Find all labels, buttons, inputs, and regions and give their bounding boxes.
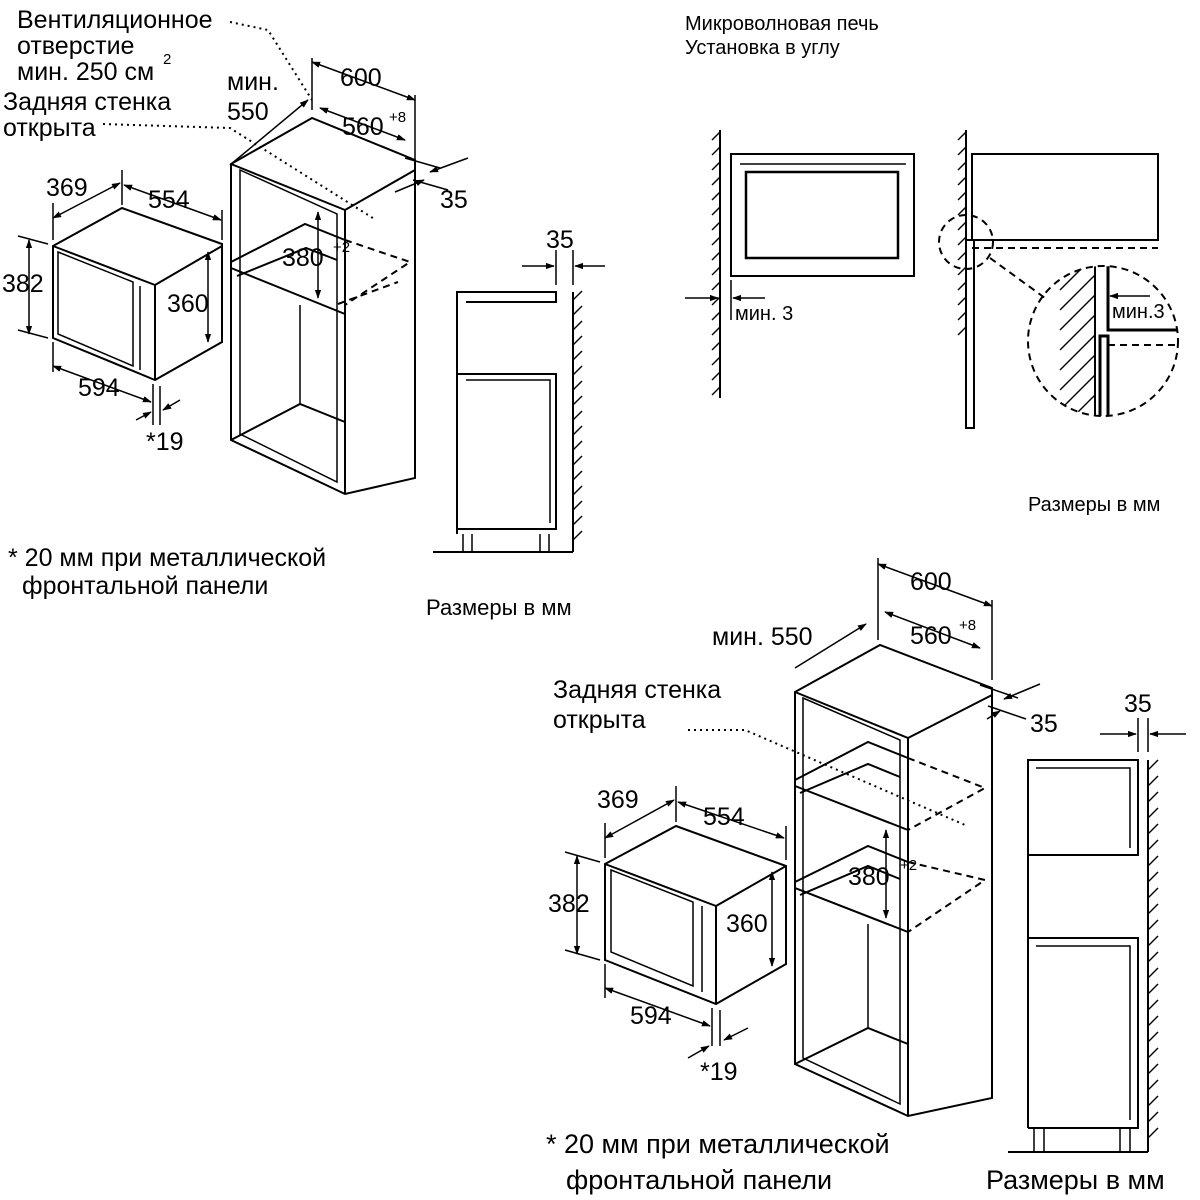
lr-dim-594-line bbox=[604, 987, 711, 1027]
dim-382-text: 382 bbox=[2, 270, 44, 298]
lr-dim-35-top-text: 35 bbox=[1124, 690, 1152, 718]
lr-dim-369-text: 369 bbox=[597, 786, 639, 814]
lr-rear-wall-leader bbox=[688, 729, 966, 826]
dim-554-text: 554 bbox=[148, 186, 190, 214]
lr-dim-554-text: 554 bbox=[703, 803, 745, 831]
vent-label-sup: 2 bbox=[163, 51, 171, 68]
lr-footnote-line1: * 20 мм при металлической bbox=[546, 1129, 890, 1159]
dim-35-side-text: 35 bbox=[440, 186, 468, 214]
dim-560-line bbox=[319, 107, 406, 141]
vent-label-line2: отверстие bbox=[17, 32, 134, 60]
lr-rear-wall-line1: Задняя стенка bbox=[553, 676, 721, 704]
dim-560-sup: +8 bbox=[389, 109, 406, 126]
vent-label-line1: Вентиляционное bbox=[17, 6, 213, 34]
lr-units-label: Размеры в мм bbox=[986, 1165, 1165, 1195]
lr-dim-19-arrow-a bbox=[687, 1045, 710, 1059]
vent-label-line3: мин. 250 см bbox=[17, 58, 154, 86]
upper-left-installation-group: Вентиляционное отверстие мин. 250 см 2 З… bbox=[2, 6, 605, 620]
corner-min3-left-text: мин. 3 bbox=[735, 303, 793, 325]
vent-leader bbox=[229, 21, 313, 101]
footnote-line2: фронтальной панели bbox=[22, 572, 268, 600]
lr-dim-554-line bbox=[677, 801, 785, 839]
dim-380-text: 380 bbox=[282, 244, 324, 272]
dim-594-line bbox=[52, 365, 152, 403]
dim-369-text: 369 bbox=[46, 174, 88, 202]
lr-dim-360-text: 360 bbox=[726, 910, 768, 938]
dim-382-ext-bottom bbox=[17, 329, 49, 339]
lr-dim-550-line bbox=[794, 623, 867, 669]
lr-dim-35-ext2 bbox=[987, 705, 1027, 720]
lr-dim-600-text: 600 bbox=[910, 568, 952, 596]
dim-35-arrow-b bbox=[394, 179, 425, 193]
lr-footnote-line2: фронтальной панели bbox=[566, 1165, 832, 1195]
lr-dim-560-line bbox=[884, 611, 981, 649]
footnote-line1: * 20 мм при металлической bbox=[8, 544, 326, 572]
lr-tall-cabinet bbox=[794, 643, 993, 1118]
corner-units-label: Размеры в мм bbox=[1028, 494, 1160, 516]
dim-600-line bbox=[311, 61, 416, 101]
lr-dim-19-text: *19 bbox=[700, 1058, 738, 1086]
min-550-value: 550 bbox=[227, 98, 269, 126]
lr-microwave-box bbox=[604, 824, 787, 1006]
lr-dim-35-arrow-b bbox=[986, 710, 1001, 720]
lr-dim-369-line bbox=[604, 799, 675, 839]
dim-380-sup: +2 bbox=[333, 239, 350, 256]
lr-rear-wall-line2: открыта bbox=[553, 706, 646, 734]
lr-min-550-text: мин. 550 bbox=[712, 623, 813, 651]
upper-right-corner-installation-group: Микроволновая печь Установка в углу bbox=[685, 13, 1179, 516]
dim-19-arrow-a bbox=[135, 411, 152, 421]
dim-554-line bbox=[123, 184, 222, 221]
min-label: мин. bbox=[227, 68, 279, 96]
rear-wall-label-line2: открыта bbox=[3, 114, 96, 142]
rear-wall-label-line1: Задняя стенка bbox=[3, 88, 171, 116]
dim-550-line bbox=[229, 99, 309, 166]
lr-dim-600-line bbox=[877, 563, 993, 607]
detail-min3-text: мин.3 bbox=[1112, 301, 1165, 323]
lower-right-installation-group: 600 мин. 550 560 +8 35 Задняя стенка отк… bbox=[546, 558, 1186, 1195]
dim-382-ext-top bbox=[17, 235, 49, 245]
lr-side-elevation-cabinet bbox=[1008, 759, 1159, 1153]
corner-side-view bbox=[938, 130, 1159, 429]
dim-560-text: 560 bbox=[342, 113, 384, 141]
corner-front-view bbox=[711, 130, 915, 398]
lr-dim-382-text: 382 bbox=[548, 890, 590, 918]
lr-dim-35-arrow-a bbox=[1003, 683, 1041, 700]
units-label: Размеры в мм bbox=[426, 595, 572, 620]
dim-35-top-text: 35 bbox=[546, 226, 574, 254]
lr-dim-594-text: 594 bbox=[630, 1002, 672, 1030]
dim-19-arrow-b bbox=[162, 399, 181, 411]
lr-dim-380-text: 380 bbox=[848, 863, 890, 891]
microwave-box bbox=[52, 206, 223, 382]
corner-detail-magnifier bbox=[1027, 265, 1179, 417]
dim-600-text: 600 bbox=[340, 64, 382, 92]
dim-360-text: 360 bbox=[167, 290, 209, 318]
lr-dim-560-sup: +8 bbox=[959, 617, 976, 634]
corner-title-line2: Установка в углу bbox=[685, 37, 840, 59]
dim-35-arrow-a bbox=[429, 157, 469, 173]
lr-dim-19-arrow-b bbox=[723, 1027, 749, 1041]
dim-35-ext1 bbox=[404, 157, 441, 169]
tall-cabinet bbox=[230, 116, 416, 496]
lr-dim-382-ext-bottom bbox=[564, 949, 601, 961]
dim-594-text: 594 bbox=[78, 374, 120, 402]
side-elevation-cabinet bbox=[433, 290, 583, 553]
dim-369-line bbox=[52, 182, 121, 219]
lr-dim-382-ext-top bbox=[564, 851, 601, 863]
corner-title-line1: Микроволновая печь bbox=[685, 13, 879, 35]
dim-19-text: *19 bbox=[146, 428, 184, 456]
lr-dim-380-sup: +2 bbox=[900, 857, 917, 874]
rear-wall-leader bbox=[102, 123, 377, 221]
lr-dim-560-text: 560 bbox=[910, 622, 952, 650]
lr-dim-35-side-text: 35 bbox=[1030, 710, 1058, 738]
